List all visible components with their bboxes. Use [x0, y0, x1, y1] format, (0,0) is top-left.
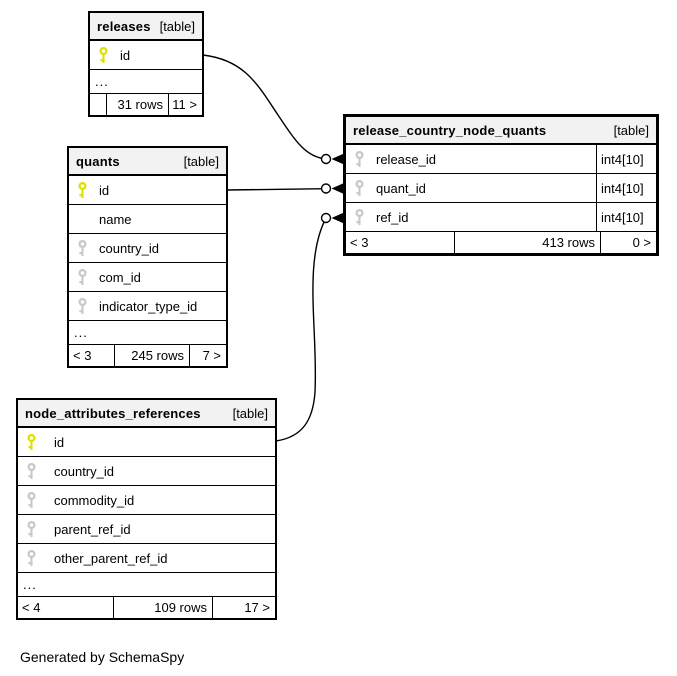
- column-row-release-id: release_id int4[10]: [346, 145, 656, 174]
- column-type: int4[10]: [596, 203, 656, 231]
- column-row-id: id: [18, 428, 275, 457]
- column-row-ref-id: ref_id int4[10]: [346, 203, 656, 232]
- column-name: other_parent_ref_id: [54, 550, 168, 566]
- table-type-label: [table]: [232, 405, 268, 421]
- column-name: indicator_type_id: [99, 298, 198, 314]
- column-row-id: id: [90, 41, 202, 70]
- column-row-country-id: country_id: [18, 457, 275, 486]
- footer-parents: [90, 94, 107, 115]
- table-rcnq-header: release_country_node_quants [table]: [346, 117, 656, 145]
- column-row-indicator-type-id: indicator_type_id: [69, 292, 226, 321]
- footer-children: 0 >: [632, 235, 651, 250]
- foreign-key-icon: [77, 297, 97, 315]
- foreign-key-icon: [354, 179, 374, 197]
- table-releases: releases [table] id ... 31 rows 11 >: [88, 11, 204, 117]
- column-name: name: [99, 211, 132, 227]
- foreign-key-icon: [77, 239, 97, 257]
- odot-quant-id: [320, 183, 332, 194]
- foreign-key-icon: [354, 150, 374, 168]
- edge-quants-to-quant-id: [226, 188, 327, 191]
- edge-nar-to-ref-id: [275, 217, 327, 442]
- table-type-label: [table]: [183, 153, 219, 169]
- table-footer: 31 rows 11 >: [90, 94, 202, 115]
- foreign-key-icon: [26, 491, 52, 509]
- column-name: release_id: [376, 151, 436, 167]
- column-type: int4[10]: [596, 145, 656, 173]
- table-rcnq-name[interactable]: release_country_node_quants: [353, 122, 547, 138]
- foreign-key-icon: [26, 520, 52, 538]
- column-row-quant-id: quant_id int4[10]: [346, 174, 656, 203]
- column-row-other-parent-ref-id: other_parent_ref_id: [18, 544, 275, 573]
- foreign-key-icon: [77, 268, 97, 286]
- ellipsis-row: ...: [69, 321, 226, 345]
- table-type-label: [table]: [613, 122, 649, 138]
- footer-rowcount: 413 rows: [455, 232, 601, 253]
- footer-children: 11 >: [172, 97, 197, 112]
- primary-key-icon: [77, 181, 97, 199]
- table-release-country-node-quants: release_country_node_quants [table] rele…: [343, 114, 659, 256]
- table-releases-name[interactable]: releases: [97, 18, 151, 34]
- column-row-parent-ref-id: parent_ref_id: [18, 515, 275, 544]
- table-releases-header: releases [table]: [90, 13, 202, 41]
- footer-parents: < 4: [18, 597, 114, 618]
- table-quants: quants [table] id name country_id: [67, 146, 228, 368]
- foreign-key-icon: [26, 462, 52, 480]
- column-name: country_id: [54, 463, 114, 479]
- table-nar-name[interactable]: node_attributes_references: [25, 405, 201, 421]
- column-name: commodity_id: [54, 492, 135, 508]
- table-footer: < 3 413 rows 0 >: [346, 232, 656, 253]
- column-row-com-id: com_id: [69, 263, 226, 292]
- column-name: country_id: [99, 240, 159, 256]
- column-name: id: [120, 47, 131, 63]
- ellipsis-label: ...: [23, 577, 37, 592]
- ellipsis-label: ...: [74, 325, 88, 340]
- ellipsis-row: ...: [18, 573, 275, 597]
- footer-parents: < 3: [69, 345, 115, 366]
- column-row-country-id: country_id: [69, 234, 226, 263]
- table-quants-name[interactable]: quants: [76, 153, 120, 169]
- column-name: com_id: [99, 269, 141, 285]
- footer-rowcount: 109 rows: [114, 597, 213, 618]
- schemaspy-credit: Generated by SchemaSpy: [20, 649, 185, 665]
- table-nar-header: node_attributes_references [table]: [18, 400, 275, 428]
- column-name: parent_ref_id: [54, 521, 131, 537]
- footer-rowcount: 245 rows: [115, 345, 190, 366]
- edge-releases-to-release-id: [202, 54, 327, 160]
- primary-key-icon: [98, 46, 118, 64]
- table-footer: < 4 109 rows 17 >: [18, 597, 275, 618]
- column-type: int4[10]: [596, 174, 656, 202]
- column-row-id: id: [69, 176, 226, 205]
- ellipsis-label: ...: [95, 74, 109, 89]
- column-row-commodity-id: commodity_id: [18, 486, 275, 515]
- foreign-key-icon: [26, 549, 52, 567]
- odot-ref-id: [320, 212, 332, 224]
- column-name: id: [99, 182, 110, 198]
- table-footer: < 3 245 rows 7 >: [69, 345, 226, 366]
- footer-rowcount: 31 rows: [107, 94, 169, 115]
- footer-parents: < 3: [346, 232, 455, 253]
- foreign-key-icon: [354, 208, 374, 226]
- primary-key-icon: [26, 433, 52, 451]
- table-quants-header: quants [table]: [69, 148, 226, 176]
- column-name: ref_id: [376, 209, 409, 225]
- odot-release-id: [320, 153, 332, 165]
- ellipsis-row: ...: [90, 70, 202, 94]
- footer-children: 17 >: [244, 600, 270, 615]
- column-name: quant_id: [376, 180, 426, 196]
- footer-children: 7 >: [202, 348, 221, 363]
- column-row-name: name: [69, 205, 226, 234]
- table-node-attributes-references: node_attributes_references [table] id co…: [16, 398, 277, 620]
- column-name: id: [54, 434, 65, 450]
- table-type-label: [table]: [159, 18, 195, 34]
